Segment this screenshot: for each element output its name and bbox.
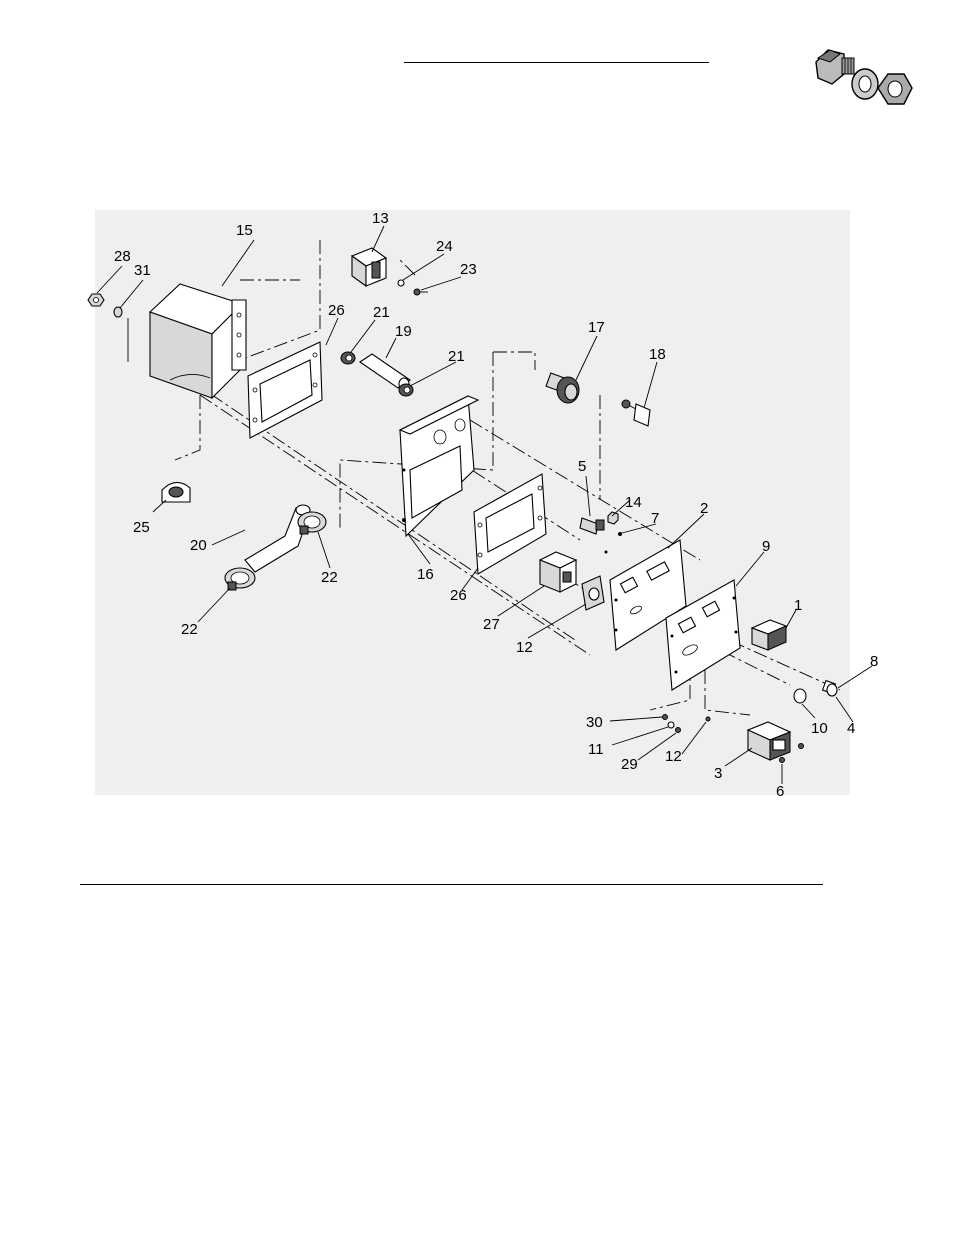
callout-20: 20: [190, 537, 207, 554]
part-29-screw: [676, 728, 681, 733]
part-22-clamp-a: [298, 512, 326, 534]
callout-24: 24: [436, 238, 453, 255]
part-22-clamp-b: [225, 568, 255, 590]
callout-31: 31: [134, 262, 151, 279]
part-16-front-panel: [400, 396, 478, 536]
callout-22-right: 22: [321, 569, 338, 586]
part-30-nut: [663, 715, 668, 720]
callout-10: 10: [811, 720, 828, 737]
assembly-lines: [175, 240, 840, 715]
part-13-breaker: [352, 248, 386, 286]
callout-30: 30: [586, 714, 603, 731]
part-27-receptacle: [540, 552, 576, 592]
callout-26-left: 26: [328, 302, 345, 319]
callout-23: 23: [460, 261, 477, 278]
part-15-enclosure-box: [150, 284, 246, 398]
part-24-washer: [398, 280, 404, 286]
callout-9: 9: [762, 538, 770, 555]
part-6-screw: [780, 758, 785, 763]
callout-22-left: 22: [181, 621, 198, 638]
part-26-gasket-left: [248, 342, 322, 438]
callout-12-upper: 12: [516, 639, 533, 656]
callout-6: 6: [776, 783, 784, 800]
part-10-lens: [794, 689, 806, 703]
part-25-strain-relief: [162, 482, 190, 502]
callout-21-upper: 21: [373, 304, 390, 321]
callout-21-lower: 21: [448, 348, 465, 365]
callout-19: 19: [395, 323, 412, 340]
callout-25: 25: [133, 519, 150, 536]
part-18-valve: [622, 400, 650, 426]
callout-4: 4: [847, 720, 855, 737]
part-12-screw: [706, 717, 710, 721]
callout-14: 14: [625, 494, 642, 511]
callout-17: 17: [588, 319, 605, 336]
part-5-fitting: [580, 518, 604, 534]
callout-7: 7: [651, 510, 659, 527]
part-1-switch: [752, 620, 786, 650]
callout-12-lower: 12: [665, 748, 682, 765]
callout-26-right: 26: [450, 587, 467, 604]
callout-2: 2: [700, 500, 708, 517]
callout-16: 16: [417, 566, 434, 583]
callout-1: 1: [794, 597, 802, 614]
small-screw: [799, 744, 804, 749]
callout-29: 29: [621, 756, 638, 773]
part-11-washer: [668, 722, 674, 728]
part-21-clamp-a: [341, 352, 355, 364]
part-20-hose-elbow: [245, 505, 310, 572]
section-divider-rule: [80, 884, 823, 885]
part-3-outlet: [748, 722, 790, 760]
part-28-nut: [88, 294, 104, 306]
part-14-nut: [608, 512, 618, 524]
callout-8: 8: [870, 653, 878, 670]
part-31-washer: [114, 307, 122, 317]
part-26-gasket-right: [474, 474, 546, 574]
callout-13: 13: [372, 210, 389, 227]
callout-5: 5: [578, 458, 586, 475]
callout-27: 27: [483, 616, 500, 633]
callout-15: 15: [236, 222, 253, 239]
callout-28: 28: [114, 248, 131, 265]
part-7-screw: [618, 532, 622, 536]
callout-11: 11: [588, 741, 604, 758]
callout-18: 18: [649, 346, 666, 363]
callout-3: 3: [714, 765, 722, 782]
part-4-indicator: [823, 681, 837, 696]
part-17-knob: [546, 373, 579, 403]
